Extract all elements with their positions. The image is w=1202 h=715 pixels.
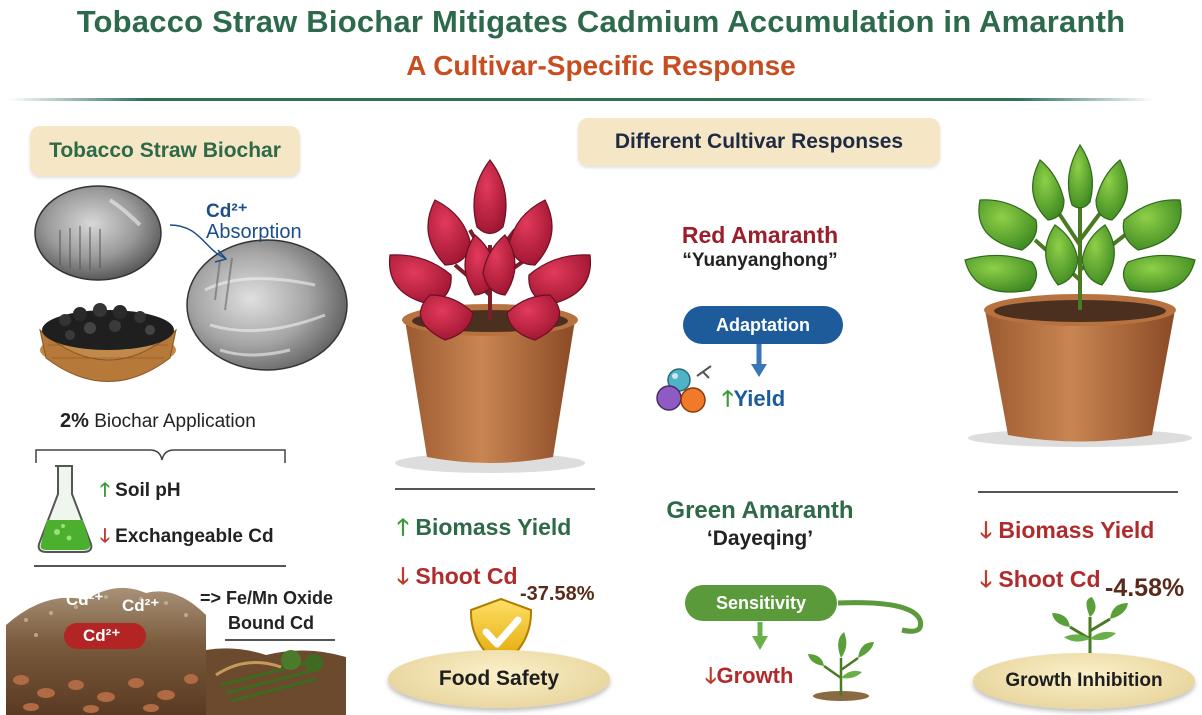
biochar-micrographs	[34, 185, 348, 382]
oxide-line-2: Bound Cd	[228, 613, 314, 633]
red-cd-reduction: -37.58%	[520, 583, 595, 605]
growth-label: Growth	[716, 663, 794, 688]
nutrient-molecules-icon	[656, 365, 712, 413]
red-biomass-label: Biomass Yield	[415, 514, 572, 540]
arrow-right-icon: =>	[200, 588, 222, 608]
green-biomass-row: 🡓 Biomass Yield	[980, 514, 1154, 553]
arrow-down-icon: 🡓	[980, 517, 992, 543]
green-shoot-cd-row: 🡓 Shoot Cd	[980, 563, 1101, 602]
green-amaranth-title: Green Amaranth	[666, 497, 854, 524]
arrow-down-icon: 🡓	[100, 526, 110, 547]
sensitivity-arrows	[752, 600, 924, 650]
arrow-up-icon: 🡑	[722, 386, 734, 411]
oxide-line-1: Fe/Mn Oxide	[226, 588, 334, 608]
red-amaranth-title: Red Amaranth	[681, 222, 839, 248]
soil-ion-1: Cd²⁺	[66, 590, 104, 609]
arrow-down-icon: 🡓	[980, 566, 992, 592]
soil-cross-section	[6, 587, 346, 715]
arrow-down-blue	[751, 344, 767, 377]
arrow-down-icon: 🡓	[705, 663, 717, 688]
page-subtitle: A Cultivar-Specific Response	[406, 50, 796, 81]
application-label: Biochar Application	[94, 411, 256, 432]
soil-ion-2: Cd²⁺	[122, 596, 160, 615]
application-pct: 2%	[60, 410, 89, 432]
exchangeable-cd-row: 🡓 Exchangeable Cd	[100, 522, 274, 554]
green-biomass-label: Biomass Yield	[998, 517, 1155, 543]
left-divider	[34, 565, 286, 567]
red-column-divider	[395, 488, 595, 490]
application-text: 2% Biochar Application	[60, 410, 256, 433]
absorption-label: Absorption	[206, 221, 302, 243]
red-biomass-row: 🡑 Biomass Yield	[397, 511, 571, 550]
red-shoot-cd-label: Shoot Cd	[415, 563, 518, 589]
yield-label: Yield	[733, 386, 786, 411]
yield-row: 🡑Yield	[722, 382, 785, 420]
page-title: Tobacco Straw Biochar Mitigates Cadmium …	[76, 4, 1126, 39]
red-shoot-cd-row: 🡓 Shoot Cd	[397, 560, 518, 599]
green-shoot-cd-label: Shoot Cd	[998, 566, 1101, 592]
soil-ion-center: Cd²⁺	[83, 626, 121, 645]
exchangeable-cd-label: Exchangeable Cd	[115, 526, 274, 547]
arrow-up-icon: 🡑	[100, 480, 110, 501]
arrow-up-icon: 🡑	[397, 514, 409, 540]
application-bracket	[35, 449, 286, 463]
sensitivity-node: Sensitivity	[685, 585, 837, 621]
arrow-down-icon: 🡓	[397, 563, 409, 589]
cd-ion-label: Cd²⁺	[206, 201, 248, 222]
green-cd-reduction: -4.58%	[1105, 574, 1185, 602]
oxide-underline	[225, 639, 335, 641]
oxide-label-1: => Fe/Mn Oxide	[200, 588, 333, 609]
red-amaranth-plant	[388, 159, 592, 473]
red-cultivar-name: “Yuanyanghong”	[682, 250, 838, 271]
growth-inhibition-badge: Growth Inhibition	[973, 653, 1195, 709]
seedling-icon	[1052, 597, 1128, 659]
green-cultivar-name: ‘Dayeqing’	[706, 527, 814, 550]
food-safety-badge: Food Safety	[388, 650, 610, 708]
flask-icon	[37, 465, 93, 553]
growth-row: 🡓Growth	[705, 659, 793, 697]
cultivar-responses-pill: Different Cultivar Responses	[578, 118, 940, 166]
adaptation-node: Adaptation	[683, 306, 843, 344]
green-column-divider	[978, 491, 1178, 493]
soil-ph-label: Soil pH	[115, 480, 181, 501]
small-seedling-icon	[808, 632, 874, 701]
green-amaranth-plant	[964, 143, 1196, 447]
header-divider	[8, 98, 1154, 101]
biochar-pill: Tobacco Straw Biochar	[30, 126, 300, 176]
soil-ph-row: 🡑 Soil pH	[100, 476, 181, 508]
